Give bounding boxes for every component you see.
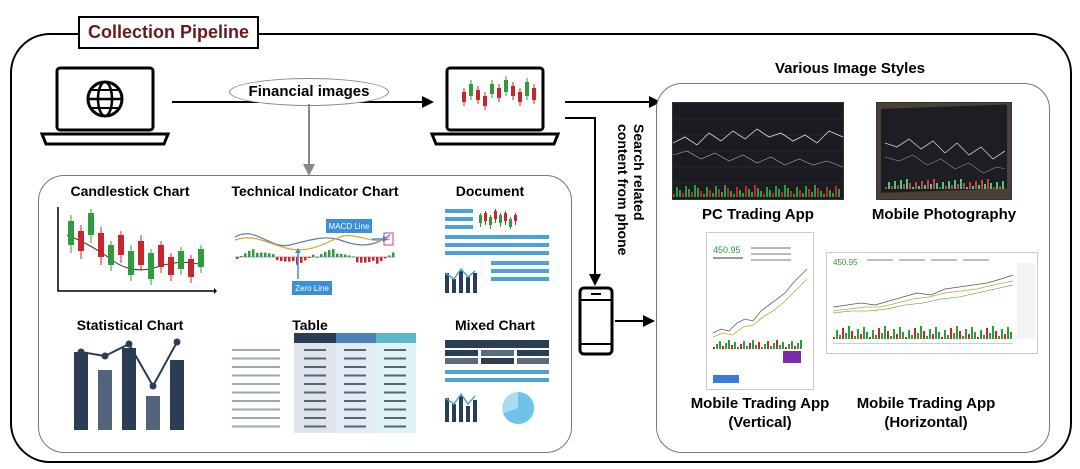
pc-trading-app-image: [672, 102, 844, 200]
statistical-chart-thumbnail: [74, 338, 184, 430]
laptop-candles-icon: [429, 66, 561, 146]
document-thumbnail: [444, 207, 549, 293]
label-mobile-trading-vertical: Mobile Trading App (Vertical): [690, 395, 830, 431]
arrow-to-phone: [565, 117, 601, 286]
arrow-to-styles: [565, 96, 661, 108]
label-technical-indicator-chart: Technical Indicator Chart: [231, 183, 399, 199]
right-panel-title: Various Image Styles: [774, 60, 926, 77]
mobile-trading-vertical-image: 450.95: [706, 232, 814, 390]
macd-line-label: MACD Line: [329, 222, 370, 231]
pipeline-frame: [10, 33, 1072, 463]
mixed-chart-thumbnail: [444, 340, 549, 424]
mobile-trading-horizontal-image: 450.95: [826, 252, 1038, 354]
table-thumbnail: [232, 333, 416, 433]
laptop-globe-icon: [39, 66, 171, 146]
label-statistical-chart: Statistical Chart: [76, 317, 184, 333]
label-table: Table: [292, 317, 328, 333]
label-pc-trading-app: PC Trading App: [702, 206, 814, 223]
svg-text:450.95: 450.95: [713, 245, 741, 255]
arrow-down-gray: [303, 104, 315, 176]
label-document: Document: [455, 183, 525, 199]
financial-images-label: Financial images: [229, 78, 389, 106]
svg-text:450.95: 450.95: [833, 258, 858, 267]
label-candlestick-chart: Candlestick Chart: [70, 183, 190, 199]
candlestick-thumbnail: [57, 207, 217, 294]
label-mixed-chart: Mixed Chart: [454, 317, 536, 333]
technical-indicator-thumbnail: MACD Line Zero Line: [234, 219, 395, 295]
arrow-phone-to-styles: [615, 315, 655, 327]
label-mobile-trading-horizontal: Mobile Trading App (Horizontal): [856, 395, 996, 431]
pipeline-title: Collection Pipeline: [78, 16, 260, 49]
search-phone-label: Search related content from phone: [615, 124, 647, 256]
mobile-photography-image: [876, 102, 1012, 200]
phone-icon: [578, 286, 614, 356]
zero-line-label: Zero Line: [295, 284, 329, 293]
label-mobile-photography: Mobile Photography: [871, 206, 1017, 223]
